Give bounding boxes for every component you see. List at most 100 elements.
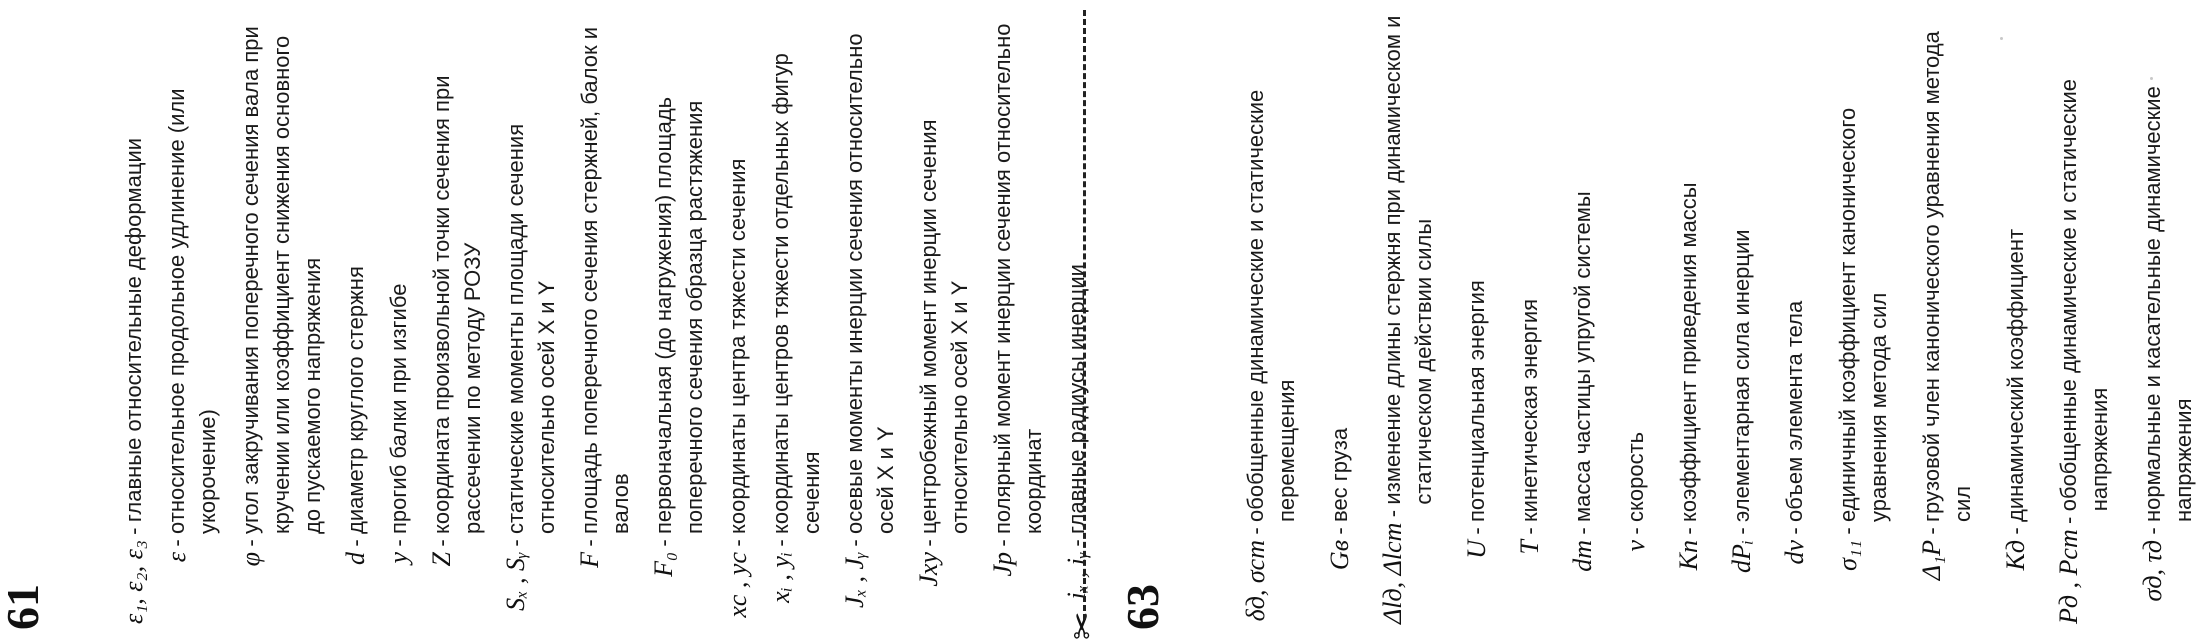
- symbol-entry: xc , yc - координаты центра тяжести сечени…: [722, 9, 753, 624]
- entry-symbol: U: [1462, 540, 1491, 559]
- entry-symbol: dm: [1568, 540, 1597, 572]
- entry-description: координаты центра тяжести сечения: [725, 158, 750, 534]
- entry-description: потенциальная энергия: [1464, 280, 1489, 522]
- entry-symbol: Pд , Pст: [2054, 529, 2083, 624]
- symbol-entry: dm - масса частицы упругой системы: [1567, 9, 1598, 624]
- symbol-entry: σ₁₁ - единичный коэффициент канонического …: [1832, 9, 1894, 624]
- entry-description: прогиб балки при изгибе: [386, 283, 411, 534]
- entry-symbol: dPᵢ: [1727, 540, 1756, 573]
- entry-dash: -: [916, 539, 941, 547]
- entry-description: динамический коэффициент: [2003, 228, 2028, 522]
- symbol-entry: Kд-динамический коэффициент: [2000, 9, 2031, 624]
- entry-dash: -: [386, 539, 411, 547]
- entry-dash: -: [1919, 527, 1944, 535]
- symbol-entry: Δlд, Δlст-изменение длины стержня при ди…: [1377, 9, 1439, 624]
- entry-description: грузовой член канонического уравнения ме…: [1919, 31, 1975, 522]
- entry-description: скорость: [1623, 431, 1648, 522]
- symbol-entry: Jp-полярный момент инерции сечения относ…: [987, 9, 1049, 624]
- symbol-entry: F-площадь поперечного сечения стержней, …: [574, 9, 636, 624]
- entry-description: первоначальная (до нагружения) площадь п…: [651, 96, 707, 534]
- symbol-entry: Jxy - центробежный момент инерции сечения …: [913, 9, 975, 624]
- entry-symbol: Z: [427, 552, 456, 567]
- entry-dash: -: [1835, 527, 1860, 535]
- entry-symbol: Δ₁P: [1917, 540, 1946, 581]
- symbol-entry: F₀ - первоначальная (до нагружения) площад…: [648, 9, 710, 624]
- entry-dash: -: [768, 539, 793, 547]
- entry-symbol: d: [341, 552, 370, 565]
- entry-description: нормальные и касательные динамические на…: [2140, 86, 2196, 522]
- entry-symbol: Jxy: [914, 552, 943, 587]
- entry-dash: -: [121, 527, 146, 535]
- entry-dash: -: [1243, 527, 1268, 535]
- symbol-entry: ε-относительное продольное удлинение (ил…: [161, 9, 223, 624]
- symbol-entry: Sₓ , Sᵧ - статические моменты площади сече…: [500, 9, 562, 624]
- symbol-entry: σд, τд-нормальные и касательные динамиче…: [2137, 9, 2199, 624]
- entry-symbol: Gв: [1325, 540, 1354, 571]
- entry-dash: -: [1676, 527, 1701, 535]
- entry-symbol: dv: [1780, 540, 1809, 565]
- entry-description: вес груза: [1327, 427, 1352, 522]
- entry-symbol: Δlд, Δlст: [1378, 522, 1407, 624]
- entry-symbol: Kп: [1674, 540, 1703, 571]
- section-number: 61: [0, 584, 48, 630]
- entry-description: статические моменты площади сечения отно…: [503, 123, 559, 534]
- entry-description: осевые моменты инерции сечения относител…: [842, 33, 898, 534]
- entry-dash: -: [1380, 509, 1405, 518]
- symbol-list: ε₁, ε₂, ε₃-главные относительные деформа…: [118, 9, 1104, 624]
- entry-symbol: xᵢ , yᵢ: [766, 552, 795, 603]
- symbol-entry: dPᵢ-элементарная сила инерции: [1726, 9, 1757, 624]
- symbol-list: δд, σст-обобщенные динамические и статич…: [1240, 9, 2200, 624]
- entry-dash: -: [343, 539, 368, 547]
- entry-description: масса частицы упругой системы: [1570, 191, 1595, 522]
- entry-symbol: Sₓ , Sᵧ: [501, 552, 530, 611]
- entry-description: координата произвольной точки сечения пр…: [429, 75, 485, 535]
- entry-description: координаты центров тяжести отдельных фиг…: [768, 53, 824, 534]
- symbol-entry: d - диаметр круглого стержня: [340, 9, 371, 624]
- entry-dash: -: [842, 539, 867, 547]
- symbol-entry: iₓ , iᵧ-главные радиусы инерции: [1061, 9, 1092, 624]
- entry-dash: -: [1327, 527, 1352, 535]
- symbol-entry: Z - координата произвольной точки сечения …: [426, 9, 488, 624]
- symbol-entry: U-потенциальная энергия: [1461, 9, 1492, 624]
- entry-dash: -: [1517, 527, 1542, 535]
- entry-description: центробежный момент инерции сечения отно…: [916, 119, 972, 534]
- entry-dash: -: [503, 539, 528, 547]
- entry-dash: -: [1570, 527, 1595, 535]
- entry-description: обобщенные динамические и статические пе…: [1243, 89, 1299, 522]
- symbol-entry: φ - угол закручивания поперечного сечения …: [235, 9, 328, 624]
- entry-dash: -: [1623, 527, 1648, 535]
- symbol-entry: ε₁, ε₂, ε₃-главные относительные деформа…: [118, 9, 149, 624]
- entry-description: кинетическая энергия: [1517, 298, 1542, 522]
- entry-symbol: φ: [236, 552, 265, 567]
- entry-symbol: Kд: [2001, 540, 2030, 571]
- entry-dash: -: [725, 539, 750, 547]
- entry-dash: -: [429, 539, 454, 547]
- symbol-entry: T - кинетическая энергия: [1514, 9, 1545, 624]
- entry-symbol: v: [1621, 540, 1650, 552]
- entry-symbol: Jₓ , Jᵧ: [840, 552, 869, 608]
- entry-symbol: T: [1515, 540, 1544, 555]
- entry-dash: -: [1064, 539, 1089, 547]
- entry-description: диаметр круглого стержня: [343, 266, 368, 534]
- entry-description: угол закручивания поперечного сечения ва…: [238, 26, 325, 534]
- entry-description: обобщенные динамические и статические на…: [2056, 78, 2112, 512]
- entry-symbol: Jp: [988, 552, 1017, 577]
- entry-symbol: ε₁, ε₂, ε₃: [119, 540, 148, 624]
- entry-description: главные радиусы инерции: [1064, 264, 1089, 534]
- scan-speck: [2000, 37, 2003, 40]
- entry-symbol: F₀: [649, 552, 678, 577]
- entry-description: площадь поперечного сечения стержней, ба…: [577, 26, 633, 534]
- entry-dash: -: [1729, 527, 1754, 535]
- symbol-entry: v - скорость: [1620, 9, 1651, 624]
- entry-symbol: ε: [162, 552, 191, 563]
- entry-dash: -: [238, 539, 263, 547]
- symbol-entry: Jₓ , Jᵧ - осевые моменты инерции сечения о…: [839, 9, 901, 624]
- entry-symbol: σ₁₁: [1833, 540, 1862, 571]
- entry-description: относительное продольное удлинение (или …: [164, 88, 220, 534]
- entry-symbol: xc , yc: [723, 552, 752, 618]
- section-number: 63: [1117, 584, 1168, 630]
- entry-dash: -: [651, 539, 676, 547]
- entry-description: единичный коэффициент канонического урав…: [1835, 107, 1891, 522]
- entry-symbol: σд, τд: [2138, 540, 2167, 602]
